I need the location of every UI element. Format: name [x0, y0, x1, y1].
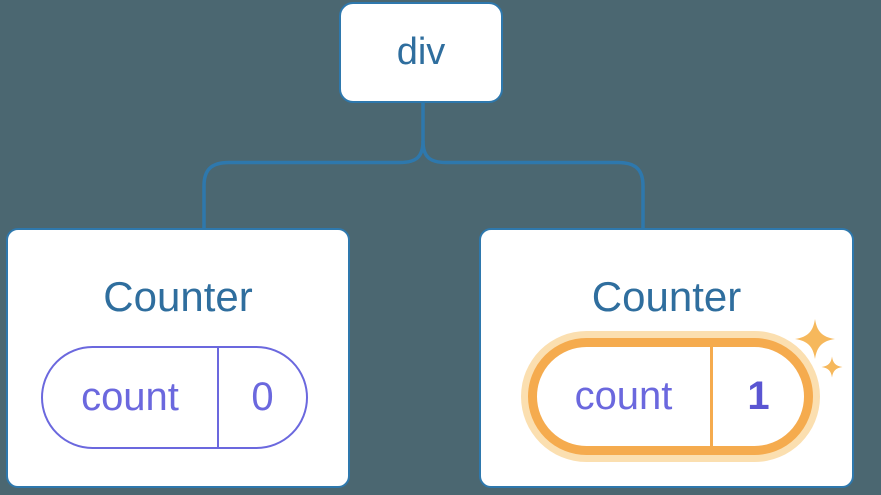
counter-card-right: Counter count 1 [479, 228, 854, 488]
sparkles-icon [795, 319, 843, 378]
root-node-label: div [396, 31, 446, 73]
state-value: 1 [747, 374, 770, 418]
sparkle-small [821, 356, 843, 378]
state-pill-highlighted: count 1 [528, 338, 813, 455]
root-node-div: div [339, 2, 503, 103]
connector-right-branch [421, 140, 645, 229]
pill-divider [710, 347, 713, 446]
pill-divider [217, 348, 219, 447]
state-key: count [81, 375, 179, 419]
component-title: Counter [103, 273, 253, 320]
component-title: Counter [591, 273, 742, 320]
state-pill: count 0 [41, 346, 308, 449]
state-value: 0 [251, 375, 274, 419]
counter-card-left: Counter count 0 [6, 228, 350, 488]
state-key: count [574, 374, 673, 418]
sparkle-large [795, 319, 835, 359]
connector-left-branch [202, 103, 425, 229]
